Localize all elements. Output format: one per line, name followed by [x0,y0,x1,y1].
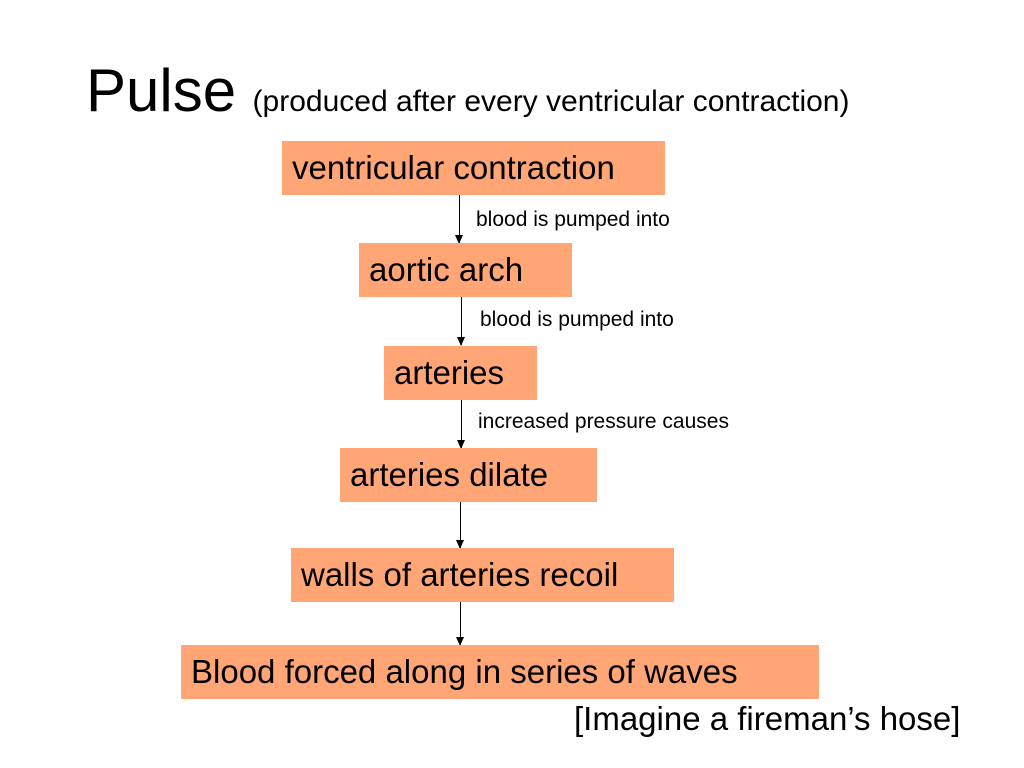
title-main: Pulse [86,57,237,124]
flow-arrow-1 [455,195,463,244]
flow-arrow-4 [456,502,464,549]
flow-node-aortic-arch: aortic arch [359,243,572,297]
flow-arrow-3 [457,400,465,449]
flow-node-blood-forced-waves: Blood forced along in series of waves [181,645,819,699]
edge-label-3: increased pressure causes [478,410,729,433]
edge-label-1: blood is pumped into [476,208,670,231]
flow-node-arteries: arteries [384,346,537,400]
fireman-hose-note: [Imagine a fireman’s hose] [574,700,961,737]
edge-label-2: blood is pumped into [480,308,674,331]
flow-node-ventricular-contraction: ventricular contraction [282,141,665,195]
title-subtitle: (produced after every ventricular contra… [252,85,850,118]
flow-arrow-5 [456,602,464,646]
flow-arrow-2 [457,297,465,346]
flow-node-walls-recoil: walls of arteries recoil [291,548,674,602]
slide-title: Pulse (produced after every ventricular … [86,56,850,125]
flow-node-arteries-dilate: arteries dilate [340,448,597,502]
